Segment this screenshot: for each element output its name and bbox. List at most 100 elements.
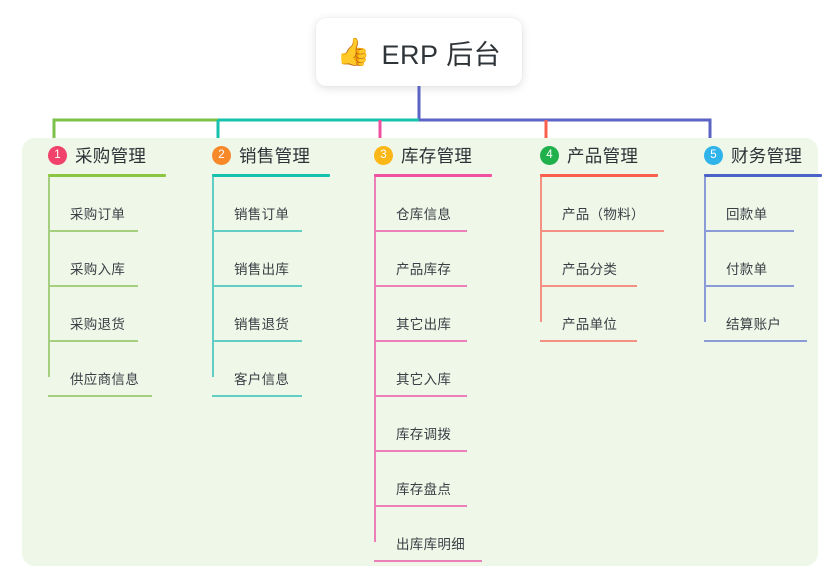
leaf-item-label: 销售出库 xyxy=(234,262,290,277)
branch-items-3: 仓库信息产品库存其它出库其它入库库存调拨库存盘点出库库明细 xyxy=(374,177,492,562)
branch-title-3: 库存管理 xyxy=(401,145,473,166)
leaf-item[interactable]: 产品（物料） xyxy=(540,177,664,232)
branch-underline-2 xyxy=(212,174,330,177)
branch-column-3: 3 库存管理仓库信息产品库存其它出库其它入库库存调拨库存盘点出库库明细 xyxy=(374,138,492,562)
branch-items-5: 回款单付款单结算账户 xyxy=(704,177,822,342)
root-node-erp-backend[interactable]: 👍 ERP 后台 xyxy=(316,18,522,86)
leaf-item[interactable]: 销售订单 xyxy=(212,177,330,232)
branch-underline-5 xyxy=(704,174,822,177)
branch-title-5: 财务管理 xyxy=(731,145,803,166)
leaf-item-label: 其它出库 xyxy=(396,317,452,332)
leaf-item[interactable]: 销售出库 xyxy=(212,232,330,287)
root-node-title: ERP 后台 xyxy=(381,39,502,70)
leaf-item-label: 采购入库 xyxy=(70,262,126,277)
leaf-item[interactable]: 产品单位 xyxy=(540,287,658,342)
leaf-item[interactable]: 付款单 xyxy=(704,232,822,287)
leaf-item-label: 产品分类 xyxy=(562,262,618,277)
branch-items-2: 销售订单销售出库销售退货客户信息 xyxy=(212,177,330,397)
leaf-item-label: 库存盘点 xyxy=(396,482,452,497)
leaf-item[interactable]: 客户信息 xyxy=(212,342,330,397)
branch-panel: 1 采购管理采购订单采购入库采购退货供应商信息 2 销售管理销售订单销售出库销售退货客… xyxy=(22,138,822,566)
leaf-item-underline xyxy=(704,285,794,287)
branch-title-1: 采购管理 xyxy=(75,145,147,166)
leaf-item-underline xyxy=(212,340,302,342)
leaf-item-underline xyxy=(374,285,467,287)
leaf-item-underline xyxy=(704,230,794,232)
leaf-item[interactable]: 产品库存 xyxy=(374,232,492,287)
thumbs-up-icon: 👍 xyxy=(336,36,371,67)
branch-title-2: 销售管理 xyxy=(239,145,311,166)
leaf-item-underline xyxy=(212,285,302,287)
leaf-item-label: 其它入库 xyxy=(396,372,452,387)
leaf-item-underline xyxy=(374,505,467,507)
branch-header-4[interactable]: 4 产品管理 xyxy=(540,138,658,172)
leaf-item[interactable]: 回款单 xyxy=(704,177,822,232)
branch-underline-1 xyxy=(48,174,166,177)
leaf-item-label: 产品库存 xyxy=(396,262,452,277)
leaf-item-label: 库存调拨 xyxy=(396,427,452,442)
branch-spine-3 xyxy=(374,177,376,542)
leaf-item-label: 回款单 xyxy=(726,207,768,222)
branch-underline-4 xyxy=(540,174,658,177)
branch-badge-5: 5 xyxy=(704,145,723,165)
leaf-item[interactable]: 库存盘点 xyxy=(374,452,492,507)
leaf-item-underline xyxy=(374,230,467,232)
leaf-item-label: 仓库信息 xyxy=(396,207,452,222)
branch-badge-1: 1 xyxy=(48,145,67,165)
leaf-item-underline xyxy=(540,285,637,287)
leaf-item-label: 采购退货 xyxy=(70,317,126,332)
leaf-item-label: 结算账户 xyxy=(726,317,782,332)
leaf-item-underline xyxy=(212,230,302,232)
root-node-content: 👍 ERP 后台 xyxy=(337,33,501,72)
leaf-item[interactable]: 供应商信息 xyxy=(48,342,166,397)
branch-column-5: 5 财务管理回款单付款单结算账户 xyxy=(704,138,822,342)
branch-badge-3: 3 xyxy=(374,145,393,165)
branch-header-5[interactable]: 5 财务管理 xyxy=(704,138,822,172)
branch-header-3[interactable]: 3 库存管理 xyxy=(374,138,492,172)
leaf-item[interactable]: 销售退货 xyxy=(212,287,330,342)
branch-column-2: 2 销售管理销售订单销售出库销售退货客户信息 xyxy=(212,138,330,397)
branch-items-4: 产品（物料） 产品分类产品单位 xyxy=(540,177,664,342)
branch-badge-2: 2 xyxy=(212,145,231,165)
leaf-item[interactable]: 产品分类 xyxy=(540,232,658,287)
leaf-item-underline xyxy=(540,340,637,342)
leaf-item[interactable]: 出库库明细 xyxy=(374,507,492,562)
branch-header-1[interactable]: 1 采购管理 xyxy=(48,138,166,172)
leaf-item-underline xyxy=(374,560,482,562)
branch-spine-1 xyxy=(48,177,50,377)
leaf-item-label: 产品单位 xyxy=(562,317,618,332)
branch-column-1: 1 采购管理采购订单采购入库采购退货供应商信息 xyxy=(48,138,166,397)
leaf-item-underline xyxy=(212,395,302,397)
leaf-item[interactable]: 采购退货 xyxy=(48,287,166,342)
leaf-item[interactable]: 采购入库 xyxy=(48,232,166,287)
leaf-item[interactable]: 采购订单 xyxy=(48,177,166,232)
leaf-item-underline xyxy=(48,340,138,342)
branch-header-2[interactable]: 2 销售管理 xyxy=(212,138,330,172)
leaf-item-label: 客户信息 xyxy=(234,372,290,387)
branch-underline-3 xyxy=(374,174,492,177)
leaf-item-label: 采购订单 xyxy=(70,207,126,222)
branch-title-4: 产品管理 xyxy=(567,145,639,166)
leaf-item-underline xyxy=(48,285,138,287)
leaf-item[interactable]: 库存调拨 xyxy=(374,397,492,452)
branch-badge-4: 4 xyxy=(540,145,559,165)
leaf-item[interactable]: 其它出库 xyxy=(374,287,492,342)
leaf-item-label: 产品（物料） xyxy=(562,207,645,222)
leaf-item-label: 付款单 xyxy=(726,262,768,277)
leaf-item-underline xyxy=(374,395,467,397)
leaf-item[interactable]: 其它入库 xyxy=(374,342,492,397)
branch-spine-2 xyxy=(212,177,214,377)
leaf-item-underline xyxy=(704,340,807,342)
branch-spine-5 xyxy=(704,177,706,322)
leaf-item-label: 出库库明细 xyxy=(396,537,465,552)
leaf-item-underline xyxy=(48,395,152,397)
leaf-item-label: 供应商信息 xyxy=(70,372,139,387)
leaf-item-underline xyxy=(540,230,664,232)
leaf-item-underline xyxy=(374,450,467,452)
leaf-item-underline xyxy=(48,230,138,232)
leaf-item[interactable]: 结算账户 xyxy=(704,287,822,342)
leaf-item[interactable]: 仓库信息 xyxy=(374,177,492,232)
leaf-item-underline xyxy=(374,340,467,342)
branch-column-4: 4 产品管理产品（物料） 产品分类产品单位 xyxy=(540,138,664,342)
